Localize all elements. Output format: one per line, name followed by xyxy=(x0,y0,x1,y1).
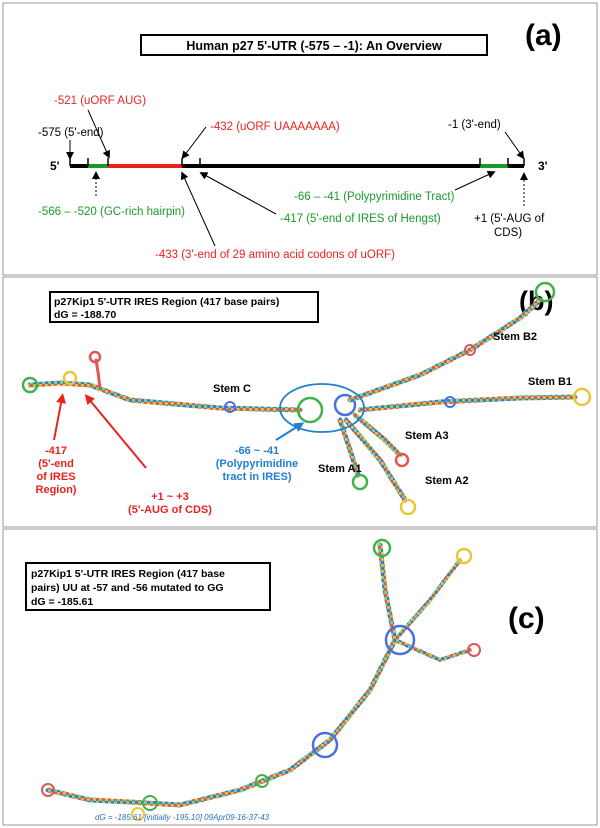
stem-a1-label: Stem A1 xyxy=(318,463,362,475)
label-aug-cds-b: +1 ~ +3 (5'-AUG of CDS) xyxy=(128,491,212,516)
arrow-aug-cds-b xyxy=(84,394,147,469)
label-aug-cds-2: CDS) xyxy=(494,227,522,239)
arrow-ires-hengst xyxy=(199,172,277,215)
stem-a2-label: Stem A2 xyxy=(425,475,469,487)
panel-b-info-line1: p27Kip1 5'-UTR IRES Region (417 base pai… xyxy=(54,296,279,308)
label-aug-cds-b-line1: +1 ~ +3 xyxy=(151,491,189,503)
label-ires-5end-line3: of IRES xyxy=(36,471,75,483)
panel-c-info-box xyxy=(25,562,271,611)
panel-c: (c) p27Kip1 5'-UTR IRES Region (417 base… xyxy=(2,528,598,826)
label-ires-5end-line2: (5'-end xyxy=(38,458,74,470)
panel-b-info-box xyxy=(49,291,319,323)
panel-a: (a) Human p27 5'-UTR (-575 – -1): An Ove… xyxy=(2,2,598,276)
panel-a-letter: (a) xyxy=(525,19,562,52)
label-aug-cds-b-line2: (5'-AUG of CDS) xyxy=(128,504,212,516)
panel-c-info-line1: p27Kip1 5'-UTR IRES Region (417 base xyxy=(31,568,225,580)
arrow-three-end xyxy=(504,131,525,160)
label-polypyrimidine-b-line1: -66 ~ -41 xyxy=(235,445,279,457)
panel-a-title-box xyxy=(140,34,488,56)
rna-structure-c xyxy=(41,538,481,821)
three-prime-label: 3' xyxy=(538,159,548,173)
label-uorf-uaa: -432 (uORF UAAAAAAA) xyxy=(210,121,340,133)
arrow-uorf-codons xyxy=(180,171,216,247)
label-ires-hengst: -417 (5'-end of IRES of Hengst) xyxy=(280,213,441,225)
label-ires-5end-line1: -417 xyxy=(45,445,67,457)
stem-b2-label: Stem B2 xyxy=(493,331,537,343)
panel-a-title: Human p27 5'-UTR (-575 – -1): An Overvie… xyxy=(186,39,442,53)
stem-b1-label: Stem B1 xyxy=(528,376,572,388)
panel-c-info-line2: pairs) UU at -57 and -56 mutated to GG xyxy=(31,582,224,594)
panel-b: (b) p27Kip1 5'-UTR IRES Region (417 base… xyxy=(2,276,598,528)
label-aug-cds-1: +1 (5'-AUG of xyxy=(474,213,545,225)
arrow-polypyrimidine-b xyxy=(275,422,305,441)
stem-a3-label: Stem A3 xyxy=(405,430,449,442)
label-polypyrimidine-b-line2: (Polypyrimidine xyxy=(216,458,299,470)
label-five-end: -575 (5'-end) xyxy=(38,127,104,139)
label-ires-5end-line4: Region) xyxy=(36,484,77,496)
panel-c-info-line3: dG = -185.61 xyxy=(31,596,93,608)
arrow-uorf-aug xyxy=(87,109,111,159)
five-prime-label: 5' xyxy=(50,159,60,173)
label-polypyrimidine: -66 – -41 (Polypyrimidine Tract) xyxy=(294,191,455,203)
label-uorf-codons: -433 (3'-end of 29 amino acid codons of … xyxy=(155,249,395,261)
panel-c-letter: (c) xyxy=(508,602,545,635)
arrow-uorf-uaa xyxy=(181,126,207,160)
rna-structure-b xyxy=(21,281,592,516)
arrow-ires-5end xyxy=(53,393,66,441)
label-ires-5end: -417 (5'-end of IRES Region) xyxy=(36,445,77,496)
label-polypyrimidine-b-line3: tract in IRES) xyxy=(222,471,291,483)
label-polypyrimidine-b: -66 ~ -41 (Polypyrimidine tract in IRES) xyxy=(216,445,299,483)
panel-c-footer: dG = -185.61 [initially -195.10] 09Apr09… xyxy=(95,813,270,822)
stem-c-label: Stem C xyxy=(213,383,251,395)
polypyrimidine-highlight xyxy=(279,383,365,433)
label-uorf-aug: -521 (uORF AUG) xyxy=(54,95,146,107)
arrow-polypyrimidine xyxy=(454,171,496,191)
label-three-end: -1 (3'-end) xyxy=(448,119,501,131)
label-gc-hairpin: -566 – -520 (GC-rich hairpin) xyxy=(38,206,185,218)
panel-b-info-line2: dG = -188.70 xyxy=(54,309,116,321)
